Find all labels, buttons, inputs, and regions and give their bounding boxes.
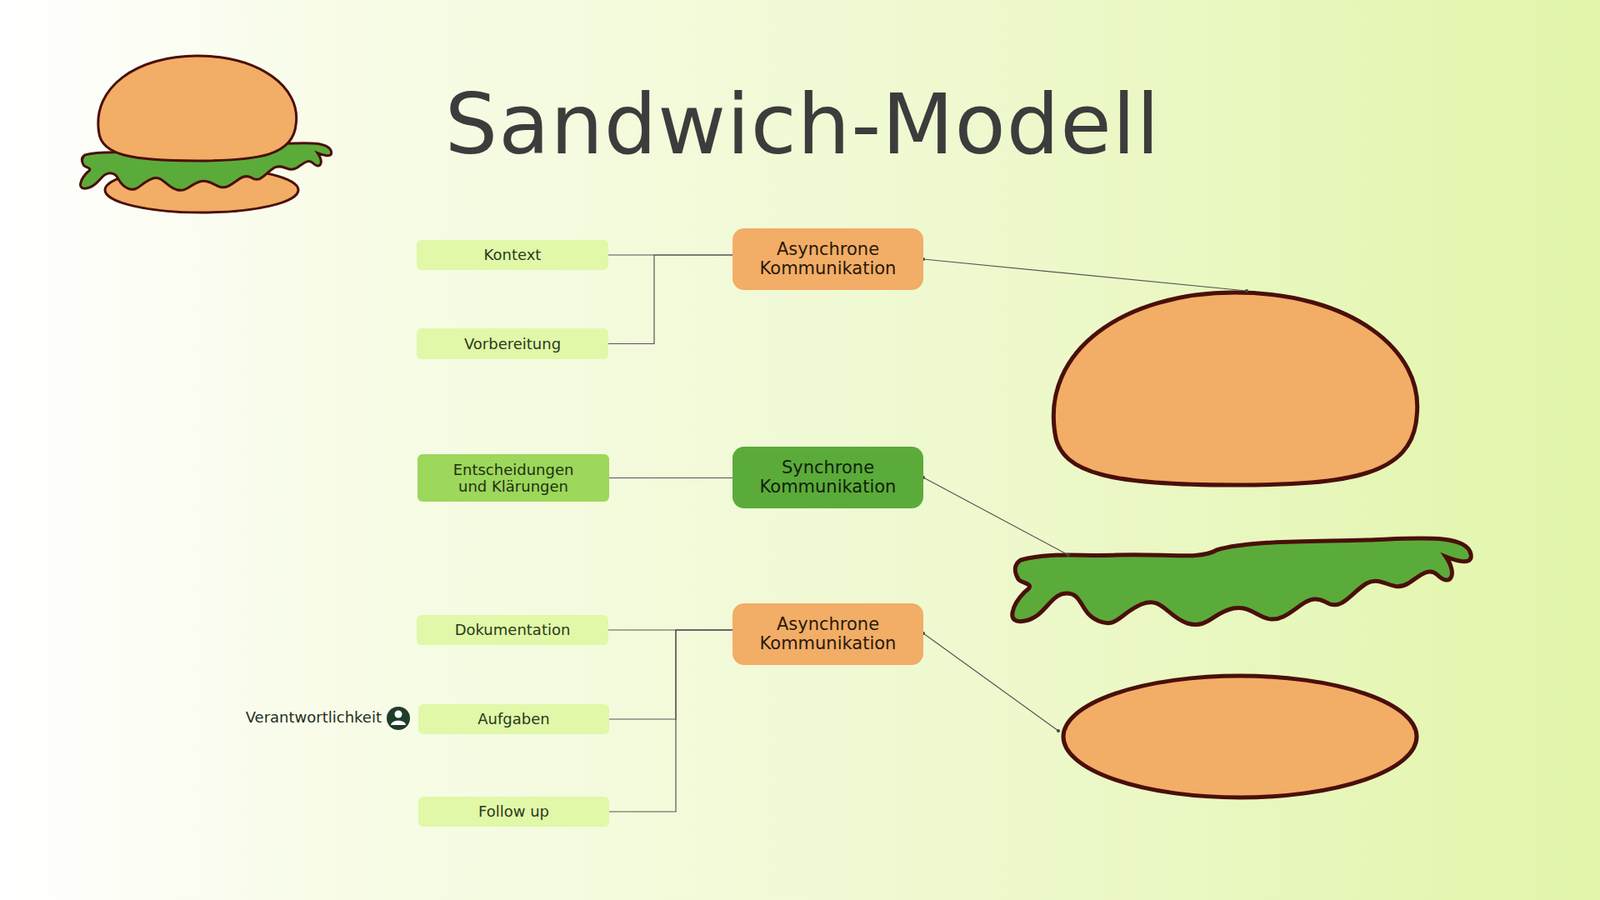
slide-title: Sandwich-Modell: [0, 83, 1600, 167]
connector-line: [609, 477, 733, 479]
async-box: Asynchrone Kommunikation: [732, 228, 924, 290]
leader-lines: [923, 259, 1247, 731]
icon-top-bun: [98, 55, 297, 161]
burger-icon: [80, 55, 332, 213]
box-text: Kontext: [484, 246, 542, 264]
box-text: Synchrone Kommunikation: [745, 458, 910, 497]
leader-dot: [1245, 289, 1249, 293]
bottom-bun: [1063, 675, 1417, 798]
documentation-box: Dokumentation: [416, 615, 609, 645]
top-bun: [1053, 292, 1417, 485]
leader-dot: [1056, 729, 1060, 733]
box-text: Entscheidungen und Klärungen: [442, 461, 585, 495]
leader-line: [923, 633, 1059, 731]
person-icon-head: [395, 710, 403, 719]
leader-dots: [921, 257, 1249, 733]
task-box: Aufgaben: [418, 704, 610, 735]
decision-box: Entscheidungen und Klärungen: [417, 454, 610, 502]
preparation-box: Vorbereitung: [416, 328, 609, 360]
person-icon-circle: [386, 706, 410, 730]
connector-line: [609, 630, 733, 720]
box-text: Asynchrone Kommunikation: [745, 240, 910, 279]
lettuce: [1012, 538, 1471, 625]
box-text: Asynchrone Kommunikation: [745, 615, 910, 654]
connector-line: [608, 254, 733, 255]
box-text: Aufgaben: [477, 710, 550, 728]
leader-dot: [1066, 553, 1070, 557]
box-text: Vorbereitung: [464, 335, 561, 353]
person-icon-body: [390, 720, 406, 725]
responsibility-label: Verantwortlichkeit: [245, 710, 382, 725]
sync-box: Synchrone Kommunikation: [732, 446, 924, 509]
leader-line: [923, 477, 1069, 555]
box-text: Follow up: [478, 803, 550, 820]
follow-up-box: Follow up: [418, 796, 610, 827]
person-icon: [386, 706, 410, 730]
connector-line: [608, 255, 733, 345]
context-box: Kontext: [416, 240, 609, 270]
connector-line: [608, 629, 733, 630]
connector-line: [609, 630, 733, 812]
box-text: Dokumentation: [455, 621, 571, 639]
async-box: Asynchrone Kommunikation: [732, 603, 924, 665]
leader-line: [923, 259, 1247, 291]
